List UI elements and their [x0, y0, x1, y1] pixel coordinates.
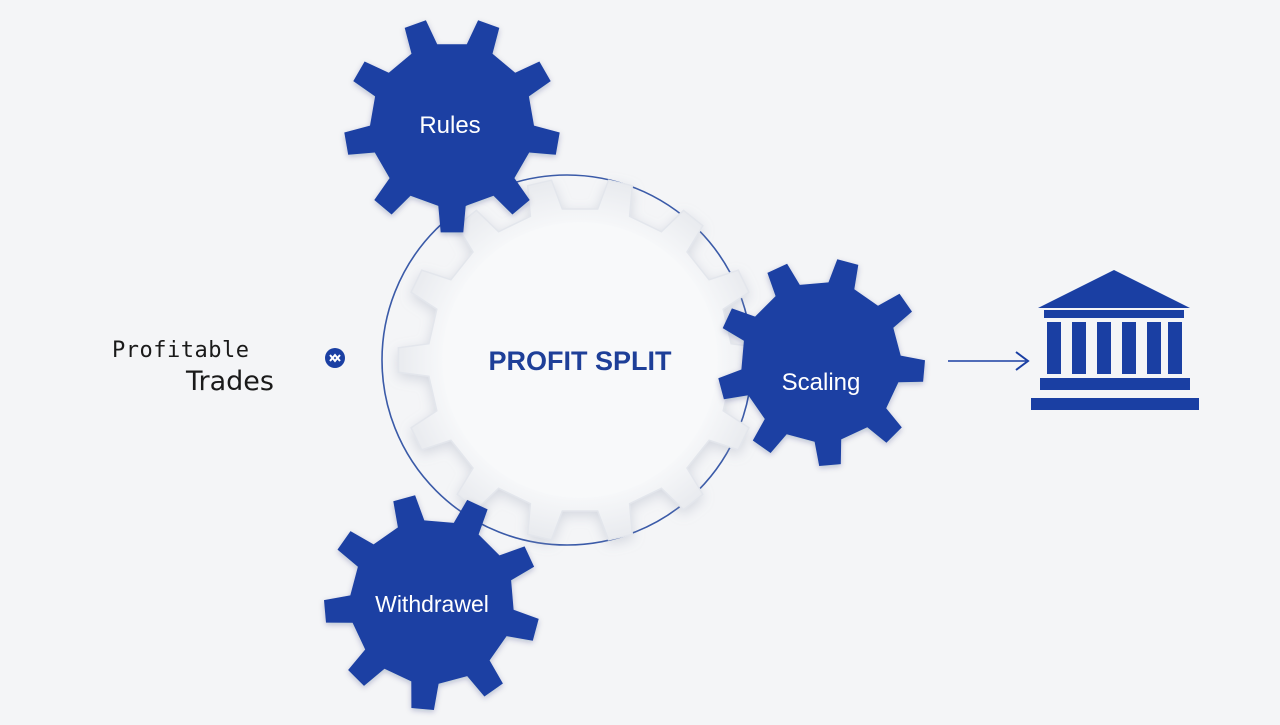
input-label-line2: Trades: [186, 366, 274, 397]
input-label-line1: Profitable: [112, 338, 250, 363]
gear-scaling-label: Scaling: [782, 369, 861, 396]
gear-withdrawal-label: Withdrawel: [375, 591, 489, 617]
gear-withdrawal: [324, 495, 539, 710]
gear-scaling: [718, 259, 925, 466]
link-icon: [325, 348, 345, 368]
center-gear: [397, 179, 763, 541]
gear-rules: [344, 20, 560, 233]
gear-rules-label: Rules: [419, 112, 480, 139]
center-label: PROFIT SPLIT: [488, 346, 672, 376]
bank-icon: [1031, 270, 1199, 410]
arrow-right-icon: [948, 351, 1030, 371]
